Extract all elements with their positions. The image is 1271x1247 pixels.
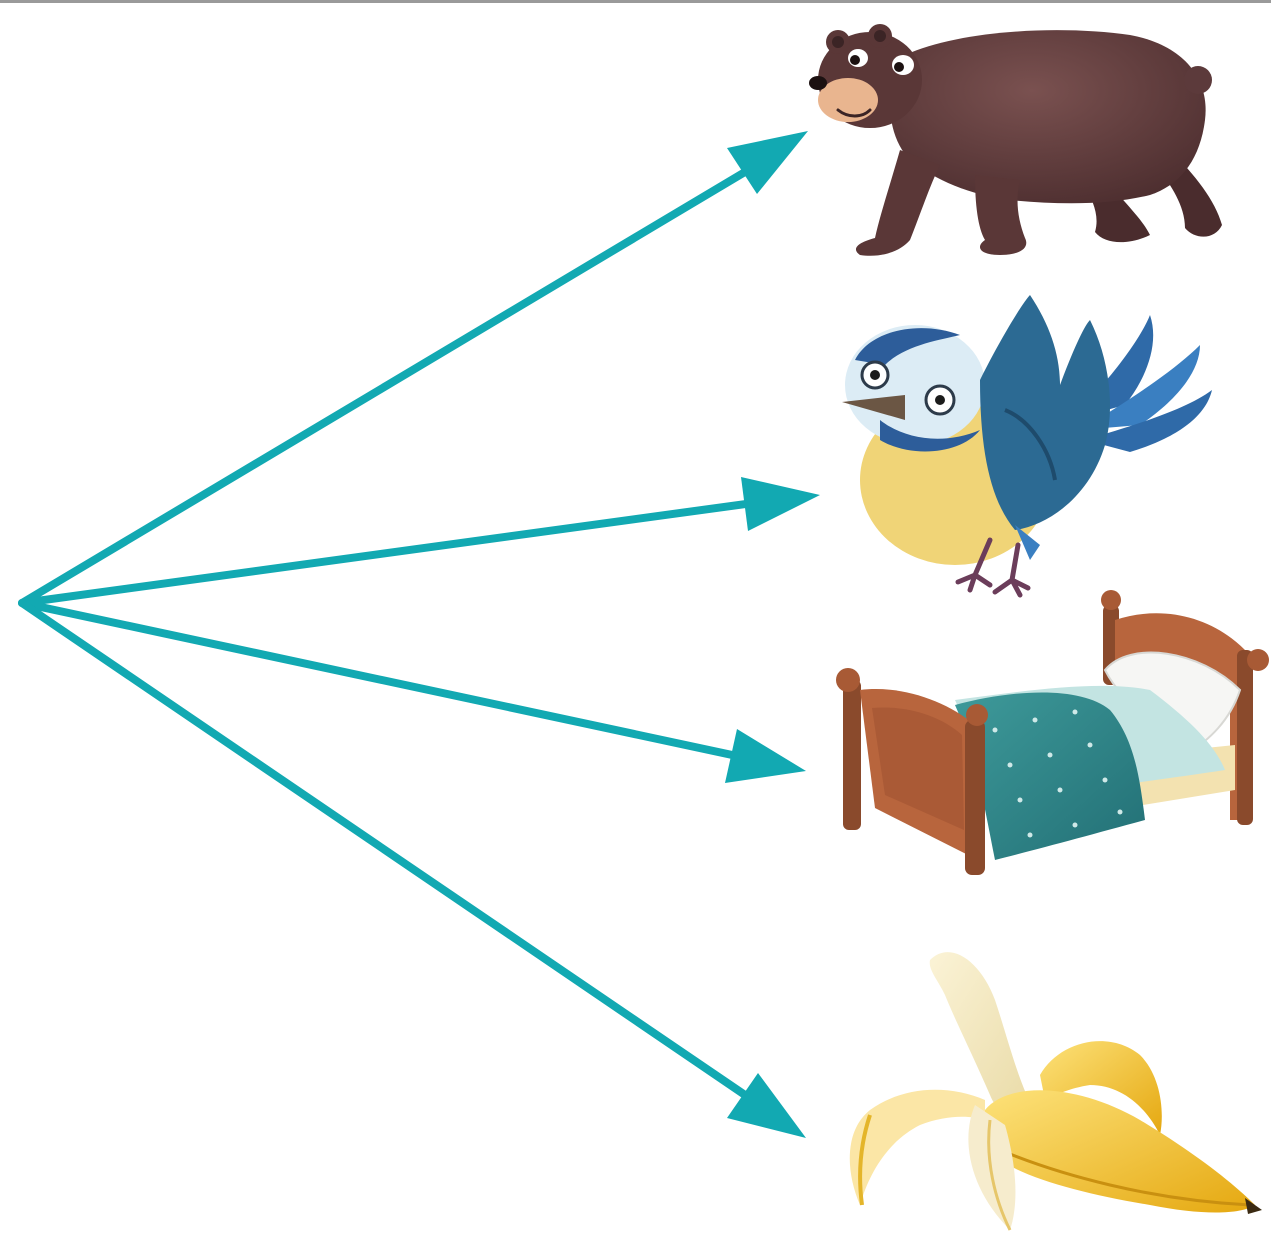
top-border <box>0 0 1271 3</box>
arrows-group <box>18 131 820 1138</box>
bird-icon <box>842 295 1212 598</box>
arrow-to-bird <box>18 477 820 607</box>
arrow-to-bed <box>18 599 806 783</box>
banana-icon <box>849 952 1262 1231</box>
bed-icon <box>836 590 1269 875</box>
arrow-to-bear <box>18 131 808 607</box>
arrow-to-banana <box>18 599 806 1138</box>
bear-icon <box>809 24 1222 256</box>
